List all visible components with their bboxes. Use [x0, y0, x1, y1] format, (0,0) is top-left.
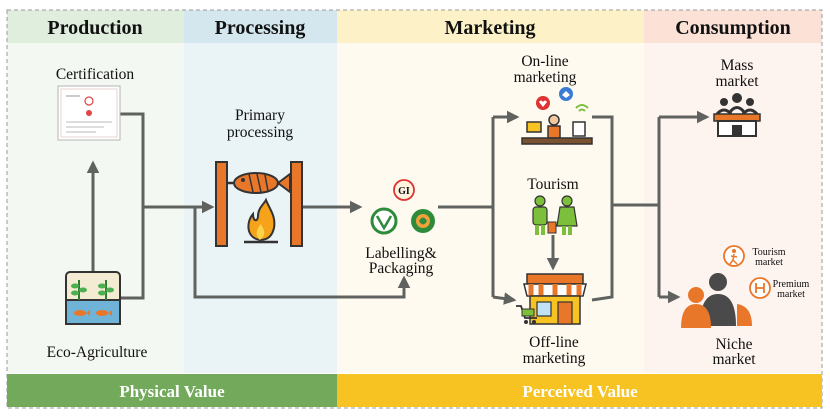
- tourism-label: Tourism: [527, 176, 578, 193]
- arrow-to-labelling-direct: [193, 207, 411, 299]
- stage-processing-title: Processing: [215, 17, 306, 39]
- svg-text:GI: GI: [398, 186, 410, 197]
- primary-processing-label-line2: processing: [227, 124, 294, 141]
- online-marketing-label-line2: marketing: [514, 69, 577, 86]
- production-header: [7, 10, 184, 43]
- outer-frame: [6, 9, 823, 409]
- eco-agriculture-icon: [65, 271, 121, 325]
- market-crowd-icon: [713, 93, 761, 137]
- store-icon: [516, 273, 587, 325]
- stage-production-title: Production: [47, 17, 142, 39]
- certification-logos-icon: GI: [370, 179, 435, 235]
- marketing-column: [337, 10, 644, 373]
- flow-arrows: [86, 110, 710, 305]
- online-marketing-label-line1: On-line: [521, 53, 568, 70]
- premium-market-badge: [749, 277, 771, 299]
- labelling-label-line2: Packaging: [369, 260, 434, 277]
- certification-label: Certification: [56, 66, 135, 83]
- arrow-to-offline: [492, 292, 517, 305]
- physical-value-label: Physical Value: [119, 382, 225, 401]
- marketing-header: [337, 10, 644, 43]
- tourism-market-badge: [723, 245, 745, 267]
- labelling-label-line1: Labelling&: [365, 245, 436, 262]
- consumption-header: [644, 10, 822, 43]
- primary-processing-label-line1: Primary: [235, 107, 285, 124]
- mass-market-label-line1: Mass: [721, 57, 754, 74]
- niche-market-label-line2: market: [712, 351, 756, 368]
- premium-market-label-line2: market: [777, 289, 805, 300]
- perceived-value-label: Perceived Value: [522, 382, 638, 401]
- stage-marketing-title: Marketing: [444, 17, 535, 39]
- tourism-market-label-line2: market: [755, 257, 783, 268]
- online-shop-icon: [521, 87, 593, 145]
- stage-consumption-title: Consumption: [675, 17, 791, 39]
- tourists-icon: [532, 195, 578, 235]
- offline-marketing-label-line2: marketing: [523, 350, 586, 367]
- niche-people-icon: [681, 273, 752, 328]
- certificate-icon: [57, 85, 121, 141]
- roasting-fish-icon: [215, 161, 303, 247]
- processing-header: [184, 10, 337, 43]
- stage-columns: [6, 9, 823, 409]
- eco-agriculture-label: Eco-Agriculture: [47, 344, 148, 361]
- premium-market-label-line1: Premium: [773, 279, 810, 290]
- bracket-marketing-outputs: [591, 115, 614, 302]
- tourism-market-label-line1: Tourism: [752, 247, 785, 258]
- mass-market-label-line2: market: [715, 73, 759, 90]
- physical-value-bar: [7, 374, 337, 407]
- perceived-value-bar: [337, 374, 822, 407]
- offline-marketing-label-line1: Off-line: [529, 334, 579, 351]
- niche-market-label-line1: Niche: [715, 336, 752, 353]
